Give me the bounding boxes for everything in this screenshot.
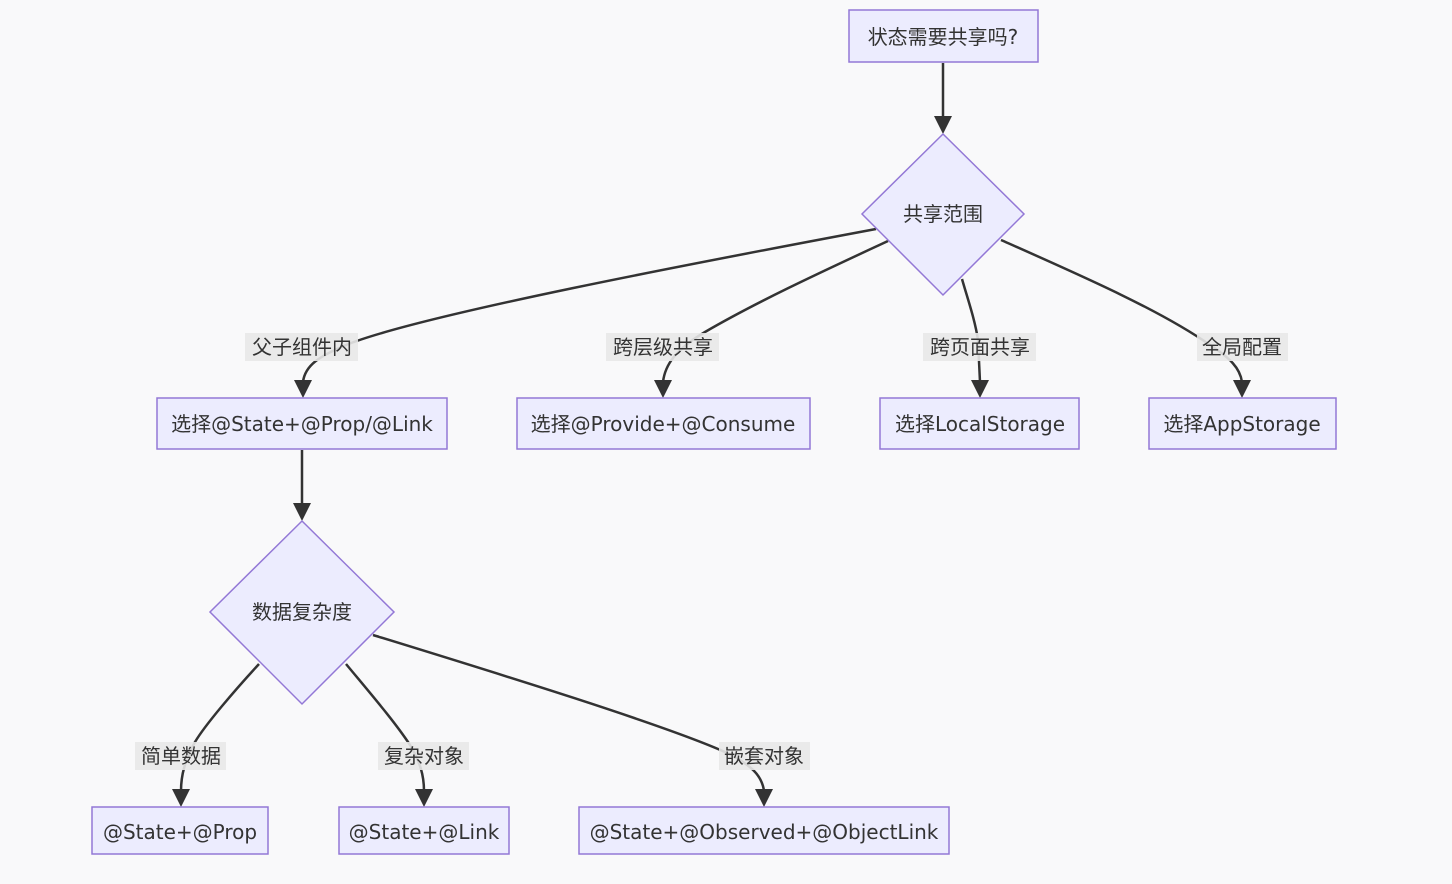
node-global[interactable]: 选择AppStorage [1148,397,1337,450]
node-scope-diamond [860,132,1026,297]
node-complex[interactable]: @State+@Link [338,806,510,855]
edge-label-complex: 复杂对象 [384,744,464,768]
node-cross-page[interactable]: 选择LocalStorage [879,397,1080,450]
node-nested-label: @State+@Observed+@ObjectLink [590,820,939,844]
arrowhead-simple [172,789,190,807]
edge-complexity-to-simple [179,663,260,792]
arrowhead-cross-page [971,380,989,398]
node-nested[interactable]: @State+@Observed+@ObjectLink [578,806,950,855]
node-global-box [1148,397,1337,450]
arrowhead-complex [415,789,433,807]
node-nested-box [578,806,950,855]
edge-labels: 父子组件内 跨层级共享 跨页面共享 全局配置 简单数据 复杂对象 嵌套对象 [135,333,1288,770]
edge-label-cross-page: 跨页面共享 [930,335,1030,359]
edge-label-bg-nested [719,742,810,770]
node-simple-label: @State+@Prop [103,820,257,844]
node-cross-level-box [516,397,811,450]
node-scope[interactable]: 共享范围 [860,132,1026,297]
edge-label-bg-simple [135,742,226,770]
arrowhead-parent-child [294,380,312,398]
node-cross-page-box [879,397,1080,450]
node-cross-level[interactable]: 选择@Provide+@Consume [516,397,811,450]
node-simple[interactable]: @State+@Prop [91,806,269,855]
node-cross-page-label: 选择LocalStorage [895,412,1065,436]
edges [172,63,1251,807]
node-scope-label: 共享范围 [903,202,983,226]
edge-scope-to-cross-level [661,239,889,383]
arrowhead-global [1233,380,1251,398]
node-complexity-diamond [208,519,396,706]
node-global-label: 选择AppStorage [1163,412,1320,436]
edge-label-parent-child: 父子组件内 [252,335,352,359]
edge-label-nested: 嵌套对象 [724,744,804,768]
node-parent-child-label: 选择@State+@Prop/@Link [171,412,433,436]
edge-label-bg-cross-page [923,333,1036,361]
node-parent-child-box [156,397,448,450]
edge-scope-to-cross-page [960,278,982,383]
node-complexity[interactable]: 数据复杂度 [208,519,396,706]
edge-scope-to-global [1000,238,1244,383]
node-complexity-label: 数据复杂度 [252,600,352,624]
edge-label-cross-level: 跨层级共享 [613,335,713,359]
edge-scope-to-parent-child [301,227,877,383]
node-parent-child[interactable]: 选择@State+@Prop/@Link [156,397,448,450]
edge-label-bg-complex [378,742,469,770]
node-complex-box [338,806,510,855]
edge-label-bg-global [1197,333,1288,361]
edge-label-global: 全局配置 [1202,335,1282,359]
edge-label-bg-parent-child [245,333,358,361]
node-simple-box [91,806,269,855]
edge-label-bg-cross-level [606,333,719,361]
arrowhead-scope [934,116,952,134]
arrowhead-complexity [293,503,311,521]
arrowhead-cross-level [654,380,672,398]
arrowhead-nested [755,789,773,807]
node-complex-label: @State+@Link [349,820,500,844]
node-start-box [848,9,1039,63]
node-start-label: 状态需要共享吗? [868,25,1019,49]
edge-complexity-to-complex [345,663,426,792]
node-cross-level-label: 选择@Provide+@Consume [531,412,796,436]
node-start[interactable]: 状态需要共享吗? [848,9,1039,63]
nodes: 状态需要共享吗? 共享范围 选择@State+@Prop/@Link 选择@Pr… [91,9,1337,855]
edge-label-simple: 简单数据 [141,744,221,768]
